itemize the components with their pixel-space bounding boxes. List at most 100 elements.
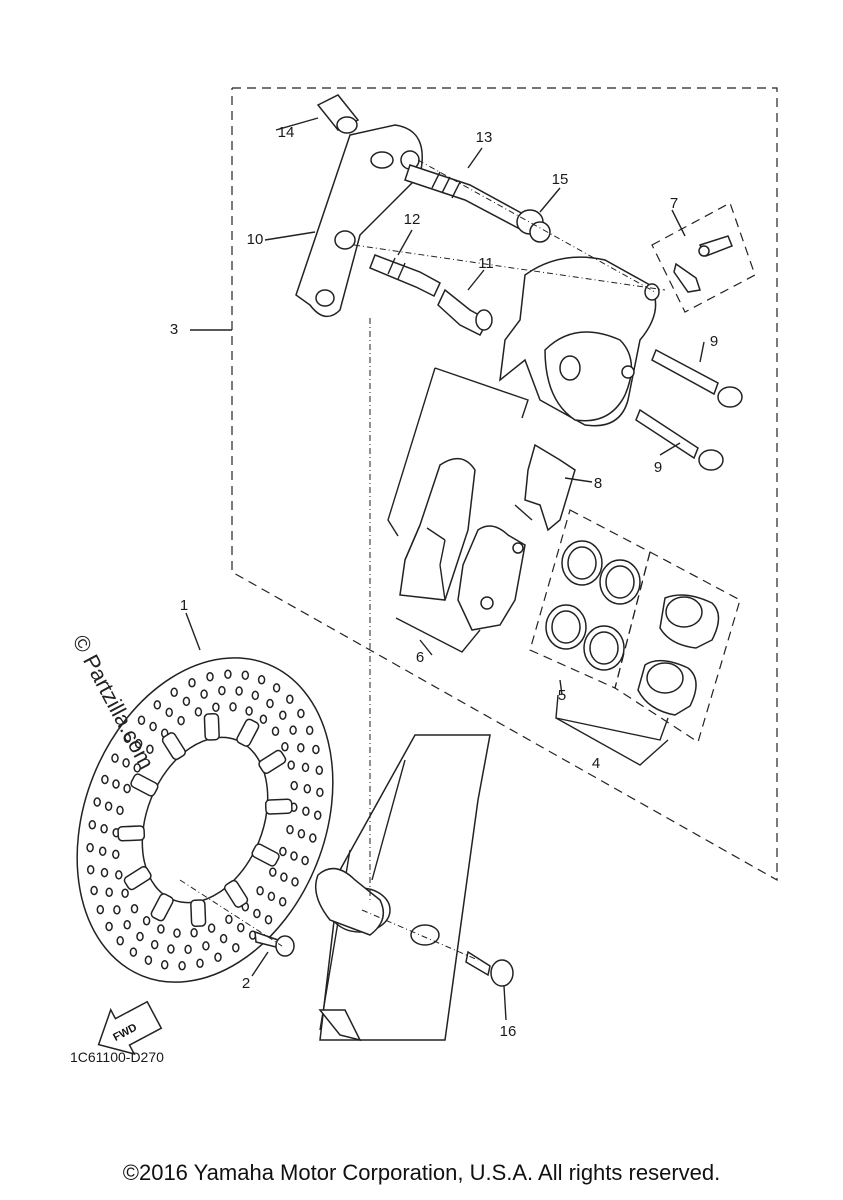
- disc-hole: [90, 885, 98, 896]
- disc-hole: [123, 920, 131, 930]
- disc-hole: [264, 914, 273, 925]
- disc-bolt: [254, 930, 295, 957]
- disc-hole: [133, 763, 141, 773]
- disc-hole: [188, 678, 196, 688]
- disc-hole: [289, 725, 297, 735]
- disc-hole: [116, 805, 124, 816]
- diagram-code: 1C61100-D270: [70, 1049, 164, 1065]
- pin-lower: [369, 254, 441, 298]
- disc-hole: [256, 886, 264, 896]
- disc-hole: [271, 726, 280, 737]
- disc-hole: [291, 877, 299, 887]
- disc-hole: [150, 939, 159, 950]
- bleed-screw-group-boundary: [651, 202, 756, 313]
- callout-15: 15: [552, 171, 569, 188]
- disc-hole: [86, 842, 94, 853]
- boot-upper: [516, 209, 551, 243]
- disc-hole: [237, 922, 245, 933]
- caliper-body: [499, 256, 660, 427]
- disc-hole: [194, 707, 203, 717]
- disc-hole: [93, 797, 101, 807]
- disc-slot: [123, 866, 152, 891]
- disc-hole: [278, 897, 287, 907]
- callout-13: 13: [476, 129, 493, 146]
- disc-hole: [146, 744, 154, 754]
- disc-hole: [207, 923, 216, 933]
- disc-hole: [297, 742, 305, 753]
- disc-hole: [165, 707, 173, 718]
- disc-slot: [203, 713, 220, 741]
- disc-hole: [280, 872, 288, 882]
- disc-hole: [286, 694, 294, 704]
- disc-hole: [101, 774, 109, 785]
- pad-spring: [514, 443, 576, 532]
- callout-6: 6: [416, 649, 424, 666]
- disc-hole: [105, 921, 113, 932]
- disc-slot: [264, 798, 293, 815]
- disc-hole: [88, 820, 97, 830]
- disc-hole: [116, 936, 124, 946]
- disc-hole: [235, 686, 243, 696]
- disc-hole: [305, 725, 314, 736]
- callout-9a: 9: [710, 333, 718, 350]
- disc-hole: [153, 700, 162, 710]
- callout-2: 2: [242, 975, 250, 992]
- disc-hole: [313, 810, 322, 820]
- disc-hole: [173, 928, 181, 938]
- disc-hole: [177, 715, 185, 726]
- disc-hole: [160, 960, 169, 970]
- disc-hole: [100, 867, 109, 878]
- disc-hole: [286, 824, 294, 835]
- callout-16: 16: [500, 1023, 517, 1040]
- disc-hole: [302, 806, 310, 816]
- disc-hole: [214, 952, 222, 962]
- caliper-mounting-bolt: [465, 950, 514, 987]
- disc-hole: [290, 851, 298, 861]
- disc-hole: [232, 942, 240, 953]
- callout-1: 1: [180, 597, 188, 614]
- disc-slot: [117, 825, 146, 842]
- disc-hole: [312, 744, 320, 755]
- disc-hole: [315, 765, 324, 776]
- bleed-screw: [673, 235, 733, 293]
- disc-hole: [170, 687, 178, 698]
- disc-hole: [137, 715, 146, 726]
- disc-slot: [236, 718, 260, 747]
- brake-disc: [76, 657, 334, 983]
- disc-slot: [161, 732, 186, 761]
- disc-hole: [229, 702, 237, 712]
- caliper-bolt-lower: [635, 408, 724, 471]
- disc-hole: [219, 933, 228, 944]
- callout-4: 4: [592, 755, 600, 772]
- disc-hole: [129, 947, 138, 957]
- disc-hole: [190, 928, 198, 938]
- disc-hole: [267, 891, 276, 902]
- disc-hole: [112, 849, 120, 860]
- disc-hole: [297, 829, 306, 839]
- disc-hole: [123, 783, 131, 794]
- disc-hole: [301, 762, 310, 773]
- disc-hole: [287, 760, 295, 770]
- disc-hole: [253, 908, 261, 919]
- disc-slot: [224, 879, 249, 908]
- disc-hole: [225, 914, 233, 925]
- brake-pad-front: [399, 457, 476, 601]
- disc-hole: [115, 870, 123, 880]
- disc-hole: [182, 696, 191, 707]
- callout-11: 11: [478, 255, 494, 272]
- disc-hole: [281, 742, 289, 752]
- pin-upper: [404, 164, 527, 230]
- disc-hole: [303, 784, 312, 794]
- disc-hole: [257, 675, 266, 685]
- disc-hole: [112, 779, 120, 789]
- disc-slot: [258, 749, 287, 774]
- disc-hole: [136, 931, 144, 942]
- disc-hole: [218, 685, 226, 696]
- disc-slot: [190, 899, 207, 927]
- disc-hole: [269, 867, 277, 877]
- disc-hole: [98, 846, 107, 856]
- disc-hole: [184, 944, 192, 955]
- callout-14: 14: [278, 124, 295, 141]
- disc-hole: [279, 710, 287, 720]
